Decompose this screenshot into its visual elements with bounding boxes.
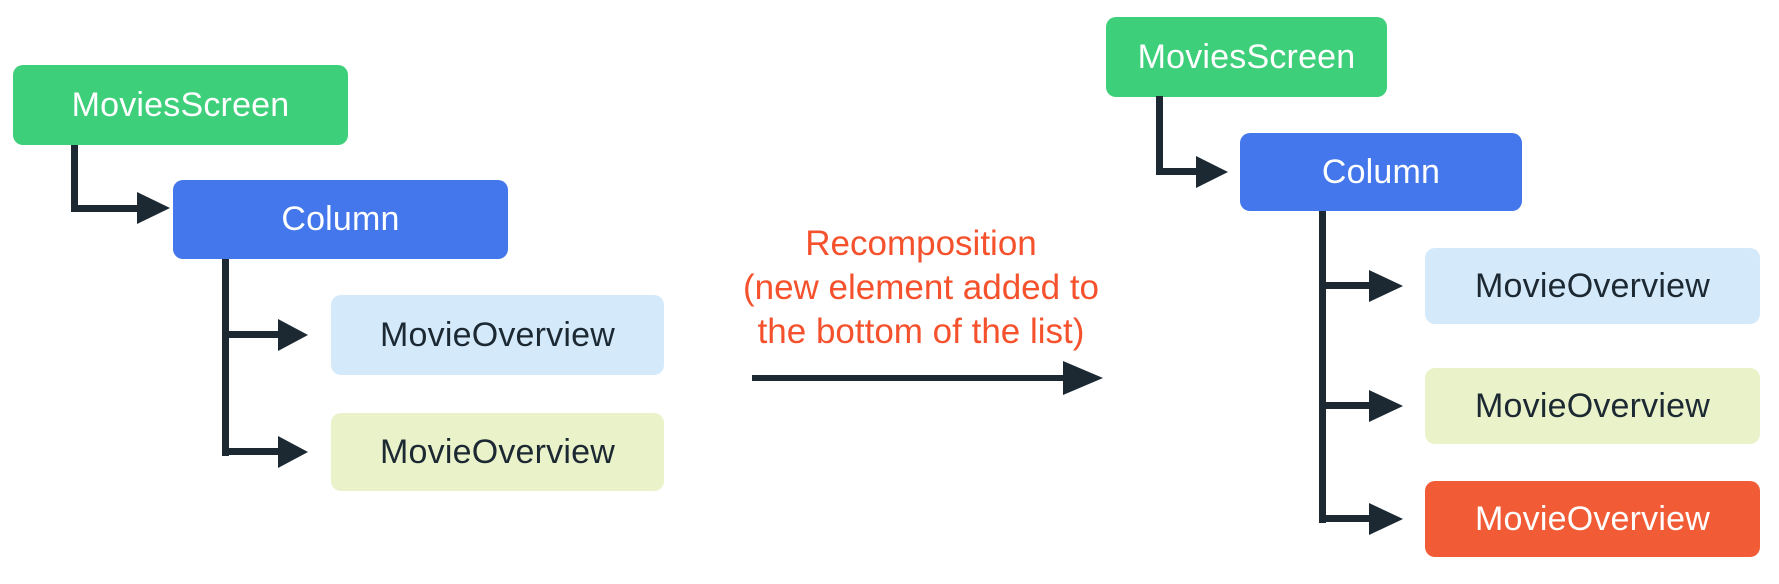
arrowhead-icon	[1063, 361, 1103, 395]
connector-line	[222, 259, 229, 456]
connector-line	[752, 375, 1063, 381]
arrowhead-icon	[278, 436, 308, 468]
caption-line-3: the bottom of the list)	[757, 312, 1085, 351]
left-node-moviesscreen: MoviesScreen	[13, 65, 348, 145]
connector-line	[71, 205, 139, 212]
recomposition-caption: Recomposition (new element added to the …	[721, 222, 1121, 354]
right-node-movieoverview-2: MovieOverview	[1425, 368, 1760, 444]
caption-line-2: (new element added to	[742, 268, 1100, 307]
connector-line	[1156, 168, 1198, 175]
arrowhead-icon	[278, 319, 308, 351]
arrowhead-icon	[1196, 156, 1228, 188]
arrowhead-icon	[1369, 503, 1403, 535]
left-node-movieoverview-2: MovieOverview	[331, 413, 664, 491]
connector-line	[1156, 96, 1163, 175]
right-node-moviesscreen: MoviesScreen	[1106, 17, 1387, 97]
right-node-movieoverview-1: MovieOverview	[1425, 248, 1760, 324]
connector-line	[71, 145, 78, 212]
connector-line	[1319, 282, 1371, 289]
connector-line	[222, 448, 280, 455]
arrowhead-icon	[137, 192, 170, 224]
left-node-column: Column	[173, 180, 508, 259]
right-node-movieoverview-3-new: MovieOverview	[1425, 481, 1760, 557]
right-node-column: Column	[1240, 133, 1522, 211]
left-node-movieoverview-1: MovieOverview	[331, 295, 664, 375]
connector-line	[1319, 515, 1371, 522]
arrowhead-icon	[1369, 270, 1403, 302]
connector-line	[1319, 211, 1326, 523]
caption-line-1: Recomposition	[805, 224, 1037, 263]
connector-line	[1319, 402, 1371, 409]
connector-line	[222, 331, 280, 338]
arrowhead-icon	[1369, 390, 1403, 422]
